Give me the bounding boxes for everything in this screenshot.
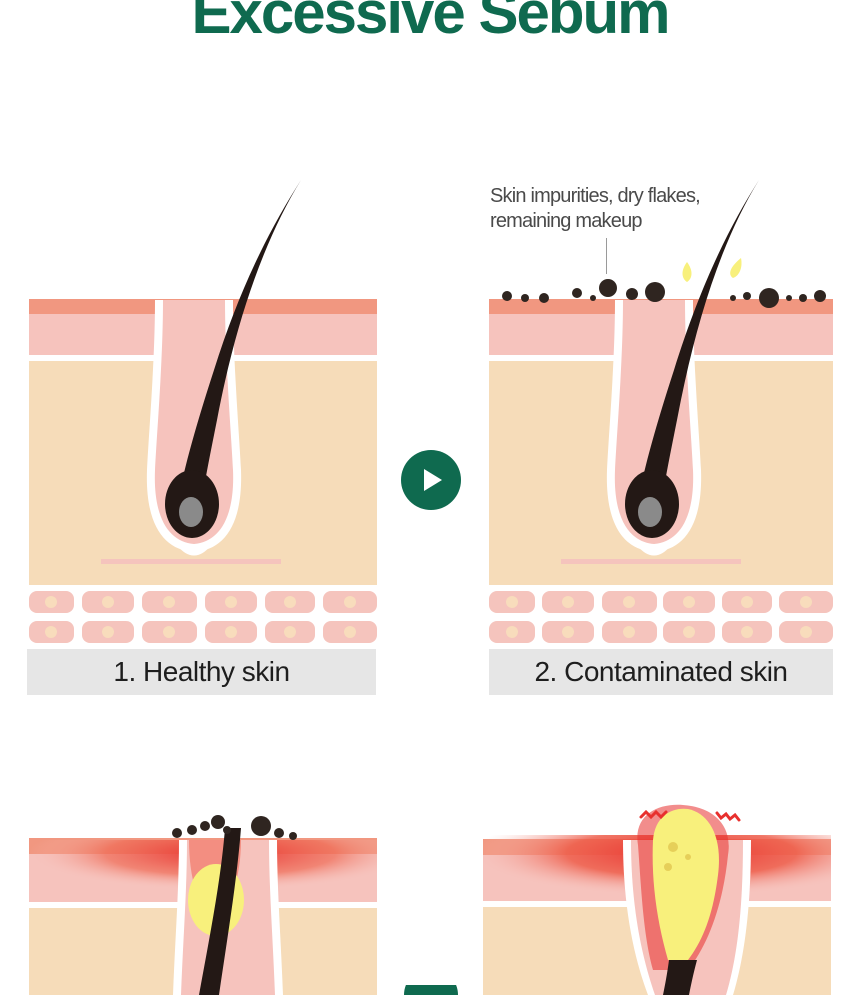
hair-shaft xyxy=(663,960,697,995)
annotation-line-1: Skin impurities, dry flakes, xyxy=(490,185,701,207)
cell-rows xyxy=(29,591,377,643)
hair-shaft xyxy=(182,180,301,482)
skin-impurities xyxy=(172,815,297,840)
play-arrow-icon xyxy=(424,469,442,491)
next-step-button xyxy=(401,450,461,510)
sebum-droplet xyxy=(730,258,742,278)
sebum-droplet xyxy=(682,262,692,282)
contaminated-skin-panel xyxy=(489,170,833,650)
skin-impurities xyxy=(502,279,826,308)
hair-shaft xyxy=(199,828,241,995)
annotation-line-2: remaining makeup xyxy=(490,210,643,232)
caption-healthy-skin: 1. Healthy skin xyxy=(27,649,376,695)
clogged-pore-panel xyxy=(29,800,377,995)
next-step-button-2 xyxy=(404,985,458,995)
bulb-core xyxy=(179,497,203,527)
impurities-annotation: Skin impurities, dry flakes, remaining m… xyxy=(490,184,720,234)
annotation-leader-line xyxy=(606,238,607,274)
inflamed-pore-panel xyxy=(483,795,831,995)
pain-marks xyxy=(639,809,741,822)
caption-contaminated-skin: 2. Contaminated skin xyxy=(489,649,833,695)
page-title: Excessive Sebum xyxy=(191,0,671,46)
healthy-skin-panel xyxy=(29,170,377,650)
